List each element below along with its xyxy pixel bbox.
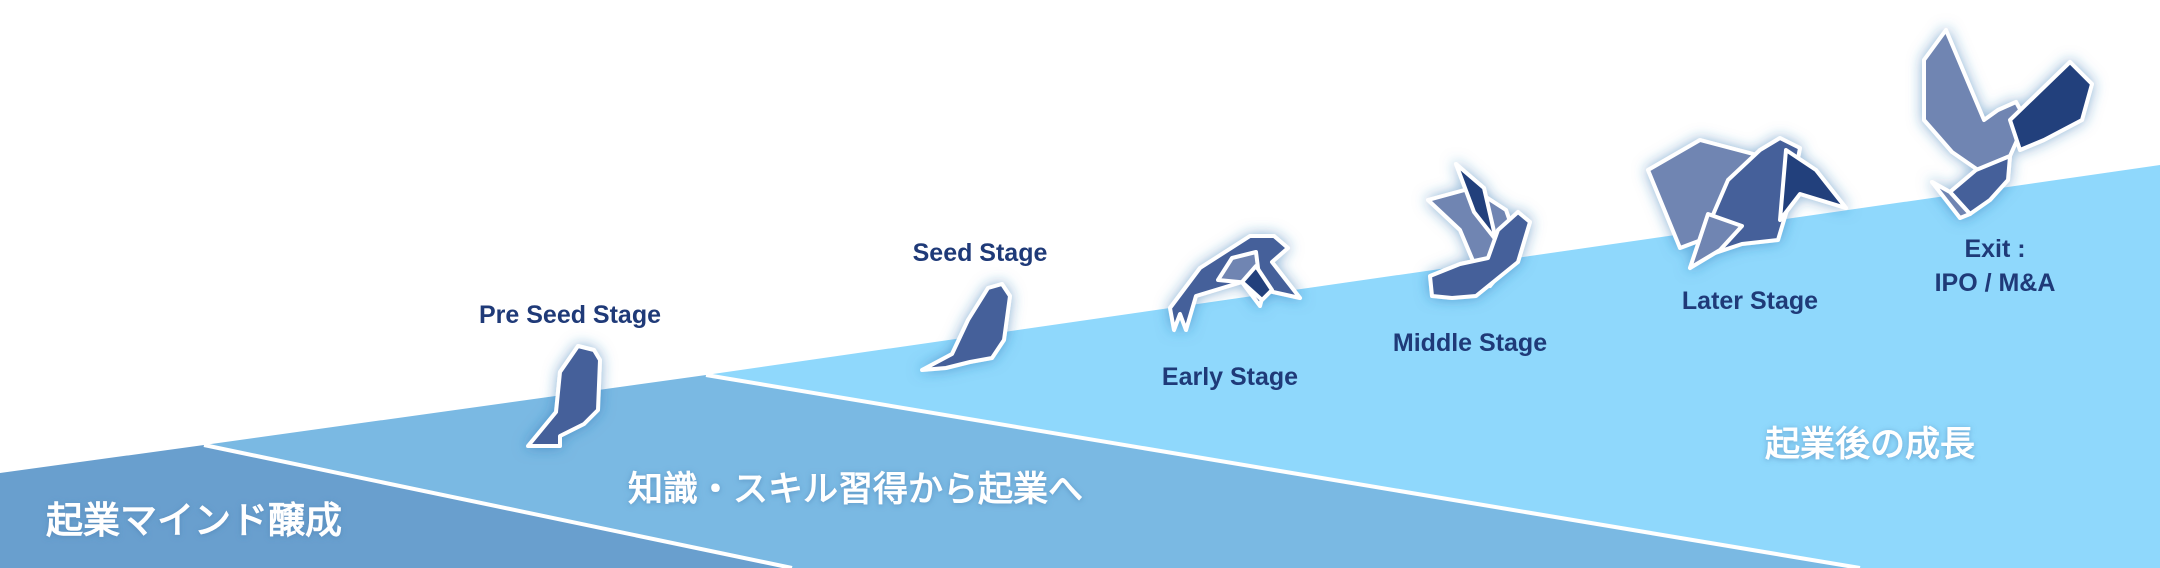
phase-band-growth [706,165,2160,568]
bird-later-icon [1646,136,1848,270]
bird-middle-icon [1426,162,1532,300]
stage-label-exit-detail: IPO / M&A [1935,269,2056,297]
phase-label-mindset: 起業マインド醸成 [46,499,342,542]
band-divider [705,373,1861,568]
bird-exit-icon [1922,28,2094,220]
bird-seed-icon [920,282,1012,372]
phase-label-growth: 起業後の成長 [1765,425,1976,465]
stage-label-middle: Middle Stage [1393,329,1547,357]
bird-pre-seed-icon [526,344,602,448]
phase-label-knowledge: 知識・スキル習得から起業へ [628,470,1083,510]
band-divider [203,443,793,568]
stage-label-exit: Exit : [1964,235,2025,263]
phase-band-mindset [0,445,792,568]
bird-early-icon [1168,234,1302,332]
phase-band-knowledge [204,375,1860,568]
stage-label-later: Later Stage [1682,287,1818,315]
stage-label-seed: Seed Stage [913,239,1048,267]
stage-label-early: Early Stage [1162,363,1298,391]
stage-label-pre-seed: Pre Seed Stage [479,301,661,329]
